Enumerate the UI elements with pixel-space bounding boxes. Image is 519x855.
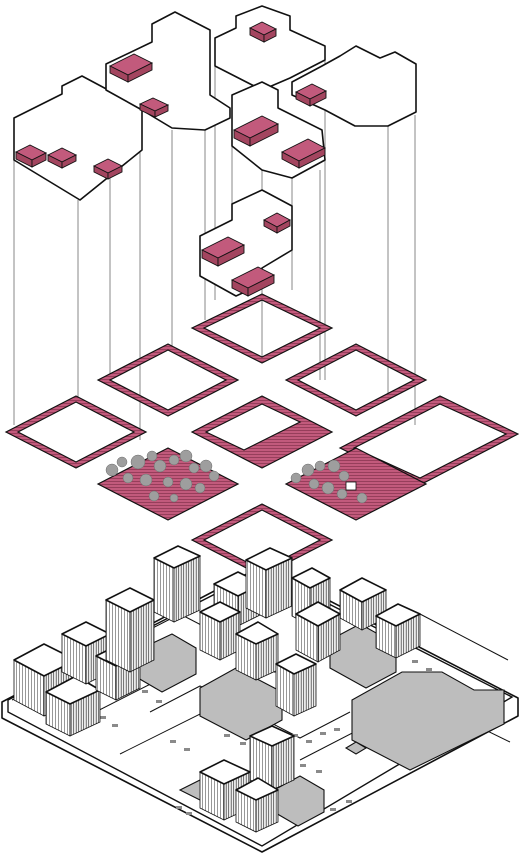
- building: [236, 778, 278, 832]
- frame-lower-right-park: [286, 448, 426, 520]
- building: [236, 622, 278, 680]
- building: [246, 548, 292, 618]
- building: [106, 588, 154, 672]
- frame-left: [6, 396, 146, 468]
- rooftop-cluster-lower: [200, 190, 292, 296]
- frame-center: [192, 396, 332, 468]
- frame-upper-right: [286, 344, 426, 416]
- building: [200, 602, 240, 660]
- building: [276, 654, 316, 716]
- building: [296, 602, 340, 662]
- city-base-model: [2, 546, 518, 852]
- building: [154, 546, 200, 622]
- frame-lower-left-park: [98, 448, 238, 520]
- frame-upper-left: [98, 344, 238, 416]
